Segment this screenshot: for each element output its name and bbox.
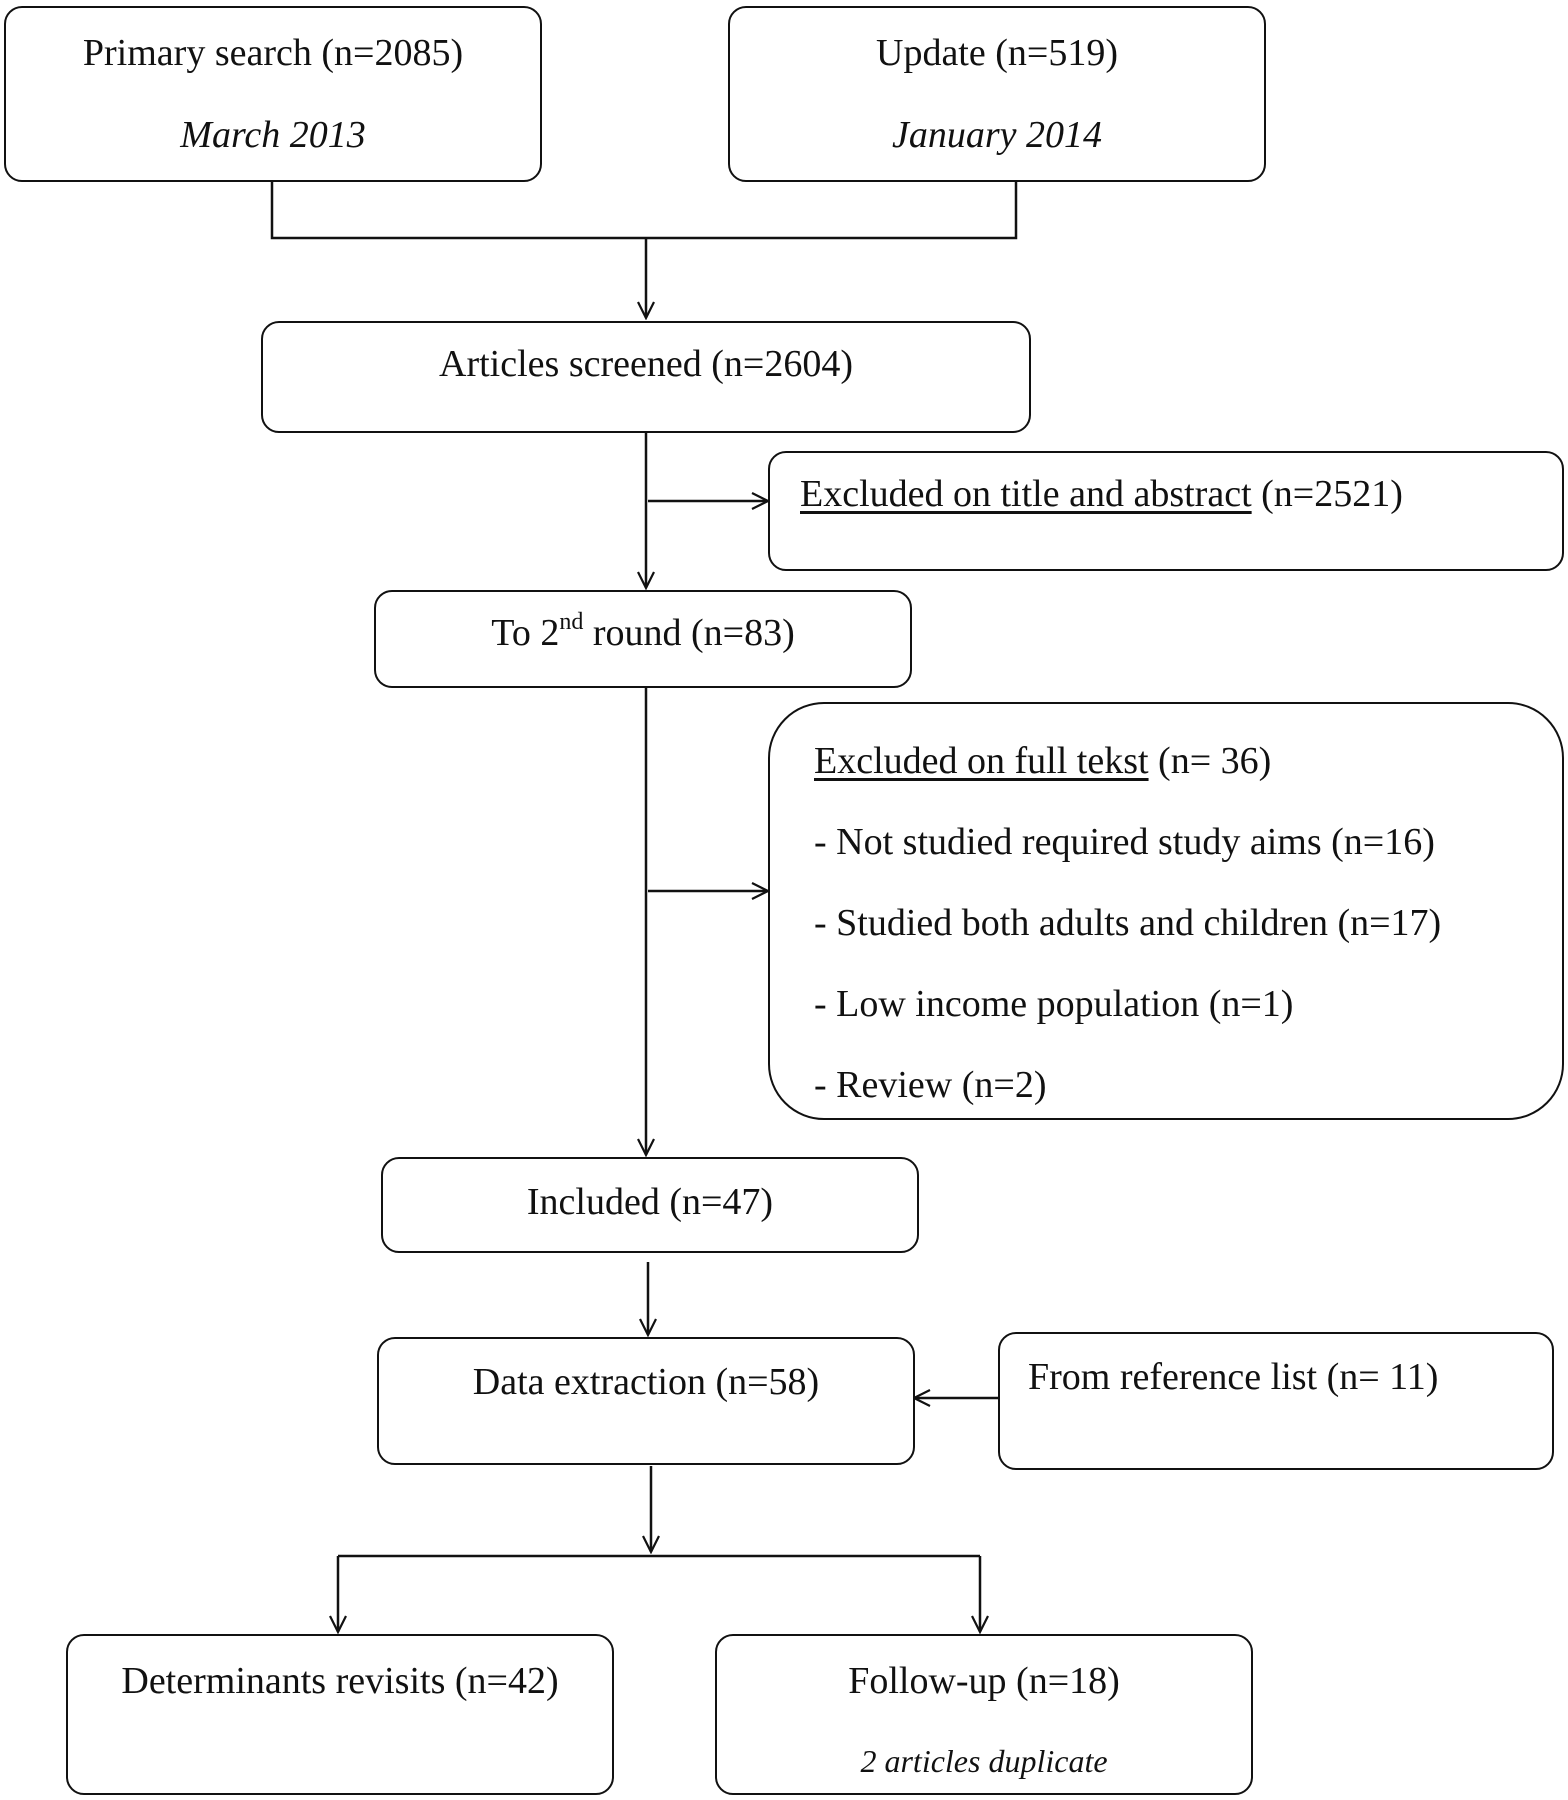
second-round-prefix: To 2 [491, 612, 560, 654]
second-round-box: To 2nd round (n=83) [374, 590, 912, 688]
update-title: Update (n=519) [876, 32, 1118, 74]
excluded-full-text-heading: Excluded on full tekst (n= 36) [814, 738, 1271, 784]
excluded-title-abstract-count: (n=2521) [1251, 473, 1403, 515]
follow-up-note: 2 articles duplicate [860, 1743, 1108, 1779]
excluded-title-abstract-text: Excluded on title and abstract (n=2521) [800, 471, 1403, 517]
second-round-text: To 2nd round (n=83) [376, 610, 910, 656]
excluded-reason-item: - Studied both adults and children (n=17… [814, 902, 1442, 944]
update-date: January 2014 [891, 114, 1103, 156]
excluded-title-abstract-box: Excluded on title and abstract (n=2521) [768, 451, 1564, 571]
excluded-full-text-label: Excluded on full tekst [814, 740, 1149, 782]
excluded-title-abstract-label: Excluded on title and abstract [800, 473, 1252, 515]
update-box: Update (n=519) January 2014 [728, 6, 1266, 182]
articles-screened-title: Articles screened (n=2604) [439, 343, 853, 385]
connector-primary-search [270, 181, 1018, 240]
data-extraction-box: Data extraction (n=58) [377, 1337, 915, 1465]
excluded-reason-item: - Low income population (n=1) [814, 983, 1294, 1025]
excluded-full-text-count: (n= 36) [1148, 740, 1272, 782]
excluded-reason-item: - Review (n=2) [814, 1064, 1047, 1106]
included-box: Included (n=47) [381, 1157, 919, 1253]
determinants-title: Determinants revisits (n=42) [121, 1660, 559, 1702]
second-round-sup: nd [559, 609, 584, 636]
second-round-suffix: round (n=83) [583, 612, 795, 654]
included-title: Included (n=47) [526, 1181, 774, 1223]
data-extraction-title: Data extraction (n=58) [472, 1361, 820, 1403]
follow-up-title: Follow-up (n=18) [848, 1660, 1120, 1702]
follow-up-box: Follow-up (n=18) 2 articles duplicate [715, 1634, 1253, 1795]
excluded-reason-item: - Not studied required study aims (n=16) [814, 821, 1435, 863]
primary-search-date: March 2013 [180, 114, 366, 156]
excluded-full-text-box: Excluded on full tekst (n= 36) - Not stu… [768, 702, 1564, 1120]
primary-search-box: Primary search (n=2085) March 2013 [4, 6, 542, 182]
reference-list-box: From reference list (n= 11) [998, 1332, 1554, 1470]
determinants-box: Determinants revisits (n=42) [66, 1634, 614, 1795]
primary-search-title: Primary search (n=2085) [82, 32, 464, 74]
reference-list-title: From reference list (n= 11) [1028, 1356, 1439, 1398]
articles-screened-box: Articles screened (n=2604) [261, 321, 1031, 433]
